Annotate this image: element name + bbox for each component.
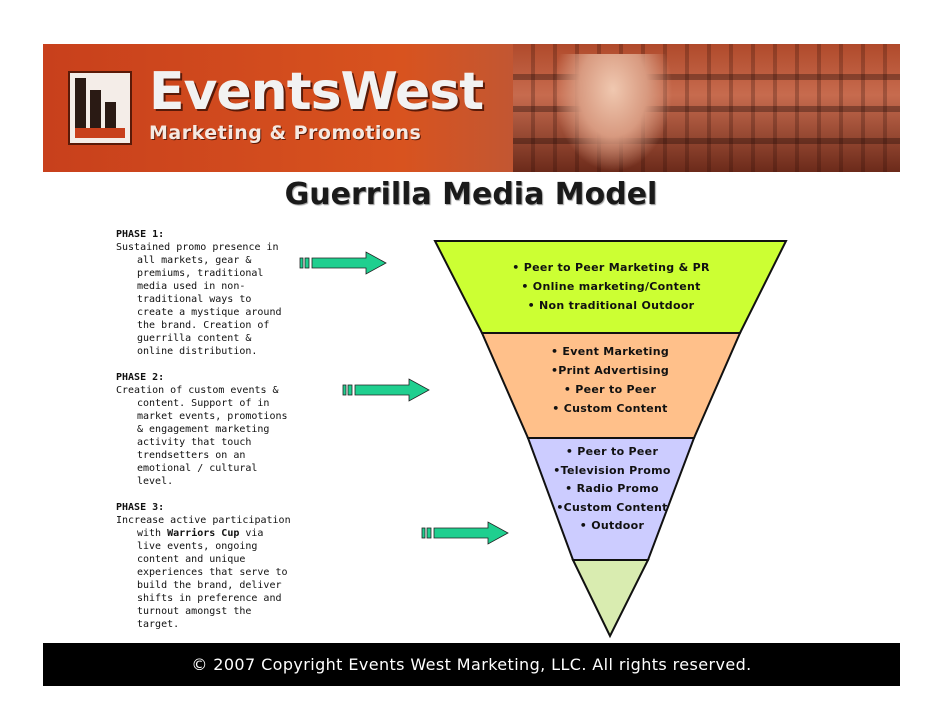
- phase-3: PHASE 3: Increase active participation w…: [116, 501, 291, 631]
- phase-1: PHASE 1: Sustained promo presence in all…: [116, 228, 291, 358]
- header-photo: [513, 44, 900, 172]
- tier-item: •Print Advertising: [550, 364, 670, 377]
- tier-item: • Custom Content: [552, 402, 668, 415]
- tier-item: • Online marketing/Content: [521, 280, 701, 293]
- phase-emphasis: Warriors Cup: [167, 528, 240, 539]
- funnel-tier-4: [571, 559, 650, 639]
- logo-icon: [68, 71, 132, 145]
- tier-item: • Outdoor: [579, 519, 645, 532]
- tier-item: • Non traditional Outdoor: [527, 299, 695, 312]
- phase-text: Creation of custom events & content. Sup…: [116, 385, 288, 487]
- funnel-tier-1-text: • Peer to Peer Marketing & PR • Online m…: [470, 258, 752, 315]
- phase-heading: PHASE 2:: [116, 372, 165, 383]
- funnel-tier-3-text: • Peer to Peer •Television Promo • Radio…: [536, 443, 688, 536]
- funnel-tier-2-text: • Event Marketing •Print Advertising • P…: [510, 342, 710, 418]
- tier-item: •Television Promo: [553, 463, 671, 477]
- tier-item: • Peer to Peer Marketing & PR: [512, 261, 710, 274]
- tier-item: • Radio Promo: [565, 482, 659, 495]
- phase-list: PHASE 1: Sustained promo presence in all…: [116, 228, 291, 644]
- arrow-icon: [421, 521, 509, 545]
- tier-item: • Peer to Peer: [563, 383, 657, 396]
- phase-heading: PHASE 3:: [116, 502, 165, 513]
- phase-text: Sustained promo presence in all markets,…: [116, 242, 282, 357]
- footer: © 2007 Copyright Events West Marketing, …: [43, 643, 900, 686]
- tier-item: •Custom Content: [556, 500, 668, 514]
- tier-item: • Event Marketing: [550, 345, 670, 358]
- phase-text-before: Increase active participation with: [116, 515, 291, 539]
- tier-item: • Peer to Peer: [565, 445, 659, 458]
- phase-heading: PHASE 1:: [116, 229, 165, 240]
- copyright-text: © 2007 Copyright Events West Marketing, …: [191, 655, 752, 674]
- page-title: Guerrilla Media Model: [284, 177, 658, 212]
- logo-title: EventsWest: [149, 62, 484, 122]
- arrow-icon: [299, 251, 387, 275]
- phase-text: Increase active participation with Warri…: [116, 514, 291, 631]
- phase-2: PHASE 2: Creation of custom events & con…: [116, 371, 291, 488]
- logo-subtitle: Marketing & Promotions: [149, 122, 422, 144]
- arrow-icon: [342, 378, 430, 402]
- phase-text-after: via live events, ongoing content and uni…: [137, 528, 288, 630]
- header-banner: EventsWest Marketing & Promotions: [43, 44, 900, 172]
